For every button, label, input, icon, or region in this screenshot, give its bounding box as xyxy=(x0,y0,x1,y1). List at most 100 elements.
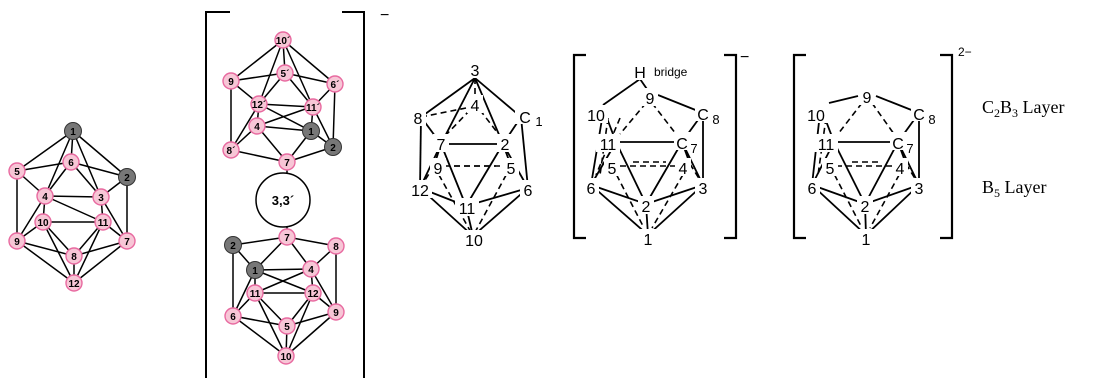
atom-label: C xyxy=(892,136,904,153)
bond xyxy=(254,268,312,271)
atom-label: 6 xyxy=(587,181,596,198)
bond xyxy=(16,161,72,172)
layer-label-c2b3: C2B3 Layer xyxy=(982,97,1065,120)
bond xyxy=(258,39,284,105)
hidden-bond xyxy=(829,165,863,229)
atom-label: 7 xyxy=(124,237,130,248)
bond xyxy=(42,221,75,284)
boron-atom xyxy=(274,31,292,49)
label-mask xyxy=(584,105,608,123)
atom-label: 7 xyxy=(690,141,697,156)
atom-label: 1 xyxy=(308,127,314,138)
boron-atom xyxy=(62,153,80,171)
atom-label: 11 xyxy=(250,289,261,300)
atom-label: 8´ xyxy=(227,146,236,157)
panel-2-bracket xyxy=(205,11,365,378)
panel-2-bottom-atoms: 7 2 8 1 4 11 12 6 5 9 10 xyxy=(224,228,345,365)
layer-subscript: 2 xyxy=(994,106,1000,120)
bond xyxy=(472,187,529,237)
right-bracket xyxy=(342,11,365,378)
bond xyxy=(73,240,128,284)
label-mask xyxy=(674,132,700,150)
charge-sign: − xyxy=(740,49,749,66)
hidden-bond xyxy=(871,102,895,135)
boron-atom xyxy=(304,284,322,302)
hidden-bond xyxy=(611,165,645,229)
right-bracket xyxy=(940,53,954,240)
boron-atom xyxy=(302,260,320,278)
bond xyxy=(73,221,104,284)
boron-atom xyxy=(94,213,112,231)
panel-5-labels: 9 10 C 8 11 C 7 5 4 6 3 2 1 xyxy=(804,87,937,249)
layer-subscript: 5 xyxy=(994,186,1000,200)
bond xyxy=(70,161,128,178)
layer-text: C xyxy=(982,97,994,117)
boron-atom xyxy=(278,153,296,171)
atom-label: 5 xyxy=(14,167,20,178)
bond xyxy=(833,141,866,205)
atom-label: 1 xyxy=(70,127,76,138)
atom-label: 3 xyxy=(915,181,924,198)
atom-label: 2 xyxy=(861,199,870,216)
boron-atom xyxy=(8,232,26,250)
atom-label: 3 xyxy=(699,181,708,198)
atom-label: 9 xyxy=(228,77,234,88)
panel-5-bracket xyxy=(792,53,954,240)
label-mask xyxy=(858,229,874,247)
carbon-atom xyxy=(64,122,82,140)
hidden-bond xyxy=(651,165,689,229)
label-mask xyxy=(822,158,838,176)
bond xyxy=(16,240,75,284)
boron-atom xyxy=(65,274,83,292)
atom-label: 10 xyxy=(807,108,825,125)
panel-2-top-atoms: 10´ 9 5´ 6´ 12´ 11´ 4 8´ 1 2 7 xyxy=(222,31,344,171)
bridge-label: bridge xyxy=(654,65,688,79)
atom-label: 10 xyxy=(587,108,605,125)
atom-label: 6 xyxy=(68,158,74,169)
label-mask xyxy=(467,60,483,78)
atom-label: 12 xyxy=(307,289,319,300)
hidden-bond xyxy=(869,165,905,229)
label-mask xyxy=(467,95,483,113)
atom-label: 4 xyxy=(308,265,314,276)
hidden-bond xyxy=(433,165,474,237)
bond xyxy=(828,95,859,104)
h-atom-label: H xyxy=(634,65,646,82)
bond xyxy=(645,141,683,205)
bond xyxy=(282,39,336,85)
boron-atom xyxy=(250,95,268,113)
bond xyxy=(465,143,504,207)
boron-atom xyxy=(246,284,264,302)
atom-label: 4 xyxy=(42,192,48,203)
label-mask xyxy=(433,134,449,152)
bond xyxy=(645,184,704,205)
atom-label: 3 xyxy=(471,63,480,80)
panel-4-bracket xyxy=(572,53,738,240)
label-mask xyxy=(804,105,828,123)
boron-atom xyxy=(224,307,242,325)
atom-label: 5 xyxy=(826,161,835,178)
atom-label: 2 xyxy=(642,199,651,216)
boron-atom xyxy=(65,247,83,265)
bond xyxy=(865,184,920,236)
boron-atom xyxy=(34,213,52,231)
boron-atom xyxy=(36,187,54,205)
label-mask xyxy=(410,108,426,126)
bond xyxy=(254,292,287,357)
atom-label: 7 xyxy=(284,233,290,244)
bond xyxy=(590,184,649,236)
atom-label: C xyxy=(913,107,925,124)
layer-text: Layer xyxy=(1018,97,1064,117)
boron-atom xyxy=(327,237,345,255)
atom-label: 8 xyxy=(712,112,719,127)
label-mask xyxy=(892,158,908,176)
atom-label: 12 xyxy=(68,279,80,290)
atom-label: 2 xyxy=(330,143,336,154)
bond xyxy=(232,236,288,246)
bond xyxy=(602,78,641,106)
label-mask xyxy=(604,158,620,176)
label-mask xyxy=(804,178,820,196)
label-mask xyxy=(642,88,658,106)
boron-atom xyxy=(276,64,294,82)
